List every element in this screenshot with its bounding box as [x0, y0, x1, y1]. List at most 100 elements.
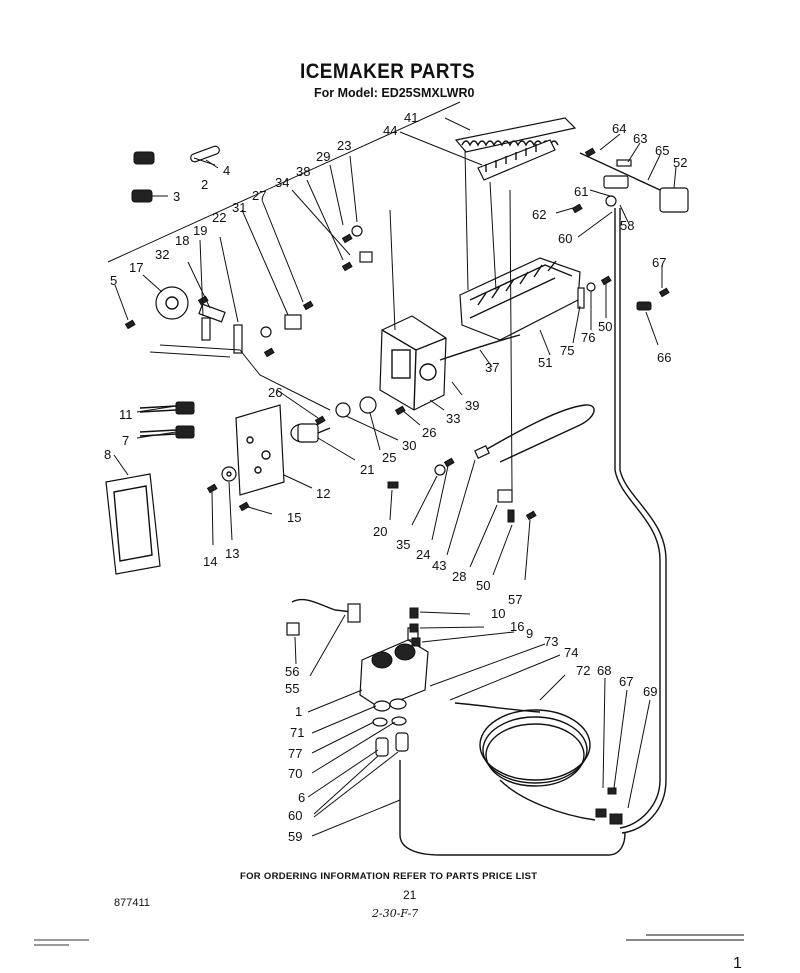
callout-50-bottom: 50 [476, 578, 490, 593]
water-tube-coil [454, 702, 596, 821]
screws [124, 147, 670, 825]
callout-28: 28 [452, 569, 466, 584]
fitting-nut-2 [389, 698, 407, 710]
callout-56: 56 [285, 664, 299, 679]
gear-30 [335, 402, 351, 418]
wire-harness [291, 598, 353, 613]
ice-mold-tray [459, 257, 581, 341]
connector-wires [139, 405, 177, 437]
alignment-lines [389, 149, 513, 491]
fitting-nut [373, 700, 391, 712]
connector-7 [175, 425, 195, 439]
tube-insert-2 [395, 732, 409, 752]
callout-1: 1 [295, 704, 302, 719]
callout-7: 7 [122, 433, 129, 448]
callout-18: 18 [175, 233, 189, 248]
fill-tube-outer [619, 208, 667, 834]
switch-23 [351, 225, 363, 237]
harness-connector [347, 603, 361, 623]
callout-34: 34 [275, 175, 289, 190]
drive-gear [155, 286, 226, 323]
left-fine-print [34, 938, 94, 949]
callout-39: 39 [465, 398, 479, 413]
callout-66: 66 [657, 350, 671, 365]
bracket [497, 489, 513, 503]
washer-76 [586, 282, 596, 292]
fill-cup-assembly [579, 152, 689, 213]
callout-75: 75 [560, 343, 574, 358]
callout-76: 76 [581, 330, 595, 345]
washer [372, 717, 388, 727]
callout-26-left: 26 [268, 385, 282, 400]
ejector-blade [454, 117, 577, 153]
callout-31: 31 [232, 200, 246, 215]
shutoff-arm-37 [439, 334, 521, 361]
callout-20: 20 [373, 524, 387, 539]
callout-71: 71 [290, 725, 304, 740]
callout-43: 43 [432, 558, 446, 573]
callout-65: 65 [655, 143, 669, 158]
connector-11 [175, 401, 195, 415]
part-31 [260, 326, 272, 338]
document-number: 877411 [114, 897, 150, 909]
callout-6: 6 [298, 790, 305, 805]
callout-13: 13 [225, 546, 239, 561]
callout-72: 72 [576, 663, 590, 678]
callout-17: 17 [129, 260, 143, 275]
callout-58: 58 [620, 218, 634, 233]
motor [290, 423, 331, 443]
wire-paths [149, 344, 331, 411]
part-27 [284, 314, 302, 330]
callout-3: 3 [173, 189, 180, 204]
ordering-info: FOR ORDERING INFORMATION REFER TO PARTS … [240, 871, 538, 882]
callout-37: 37 [485, 360, 499, 375]
callout-38: 38 [296, 164, 310, 179]
callout-21: 21 [360, 462, 374, 477]
callout-41: 41 [404, 110, 418, 125]
callout-70: 70 [288, 766, 302, 781]
page-title: ICEMAKER PARTS [300, 60, 476, 83]
callout-63: 63 [633, 131, 647, 146]
callout-35: 35 [396, 537, 410, 552]
callout-61: 61 [574, 184, 588, 199]
callout-29: 29 [316, 149, 330, 164]
callout-16: 16 [510, 619, 524, 634]
control-housing [379, 315, 447, 411]
callout-15: 15 [287, 510, 301, 525]
handwritten-note: 2-30-F-7 [372, 907, 419, 920]
callout-14: 14 [203, 554, 217, 569]
callout-32: 32 [155, 247, 169, 262]
callout-24: 24 [416, 547, 430, 562]
callout-52: 52 [673, 155, 687, 170]
callout-74: 74 [564, 645, 578, 660]
callout-67-top: 67 [652, 255, 666, 270]
tube-insert [375, 737, 389, 757]
rod-75 [577, 287, 585, 309]
callout-67-bottom: 67 [619, 674, 633, 689]
callout-60-bottom: 60 [288, 808, 302, 823]
callout-27: 27 [252, 188, 266, 203]
callout-4: 4 [223, 163, 230, 178]
callout-68: 68 [597, 663, 611, 678]
callout-44: 44 [383, 123, 397, 138]
clip-66 [636, 301, 652, 311]
callout-55: 55 [285, 681, 299, 696]
leader-lines [113, 117, 677, 837]
callout-19: 19 [193, 223, 207, 238]
callout-69: 69 [643, 684, 657, 699]
callout-73: 73 [544, 634, 558, 649]
callout-77: 77 [288, 746, 302, 761]
part-19 [233, 324, 243, 354]
callout-10: 10 [491, 606, 505, 621]
cam-25 [359, 396, 377, 414]
frame-line [107, 101, 461, 263]
left-fittings [131, 145, 220, 203]
mold-heater [474, 404, 595, 463]
callout-62: 62 [532, 207, 546, 222]
clip [387, 481, 399, 489]
plug [286, 622, 300, 636]
callout-23: 23 [337, 138, 351, 153]
left-fine-print-marks [34, 939, 89, 946]
callout-59: 59 [288, 829, 302, 844]
